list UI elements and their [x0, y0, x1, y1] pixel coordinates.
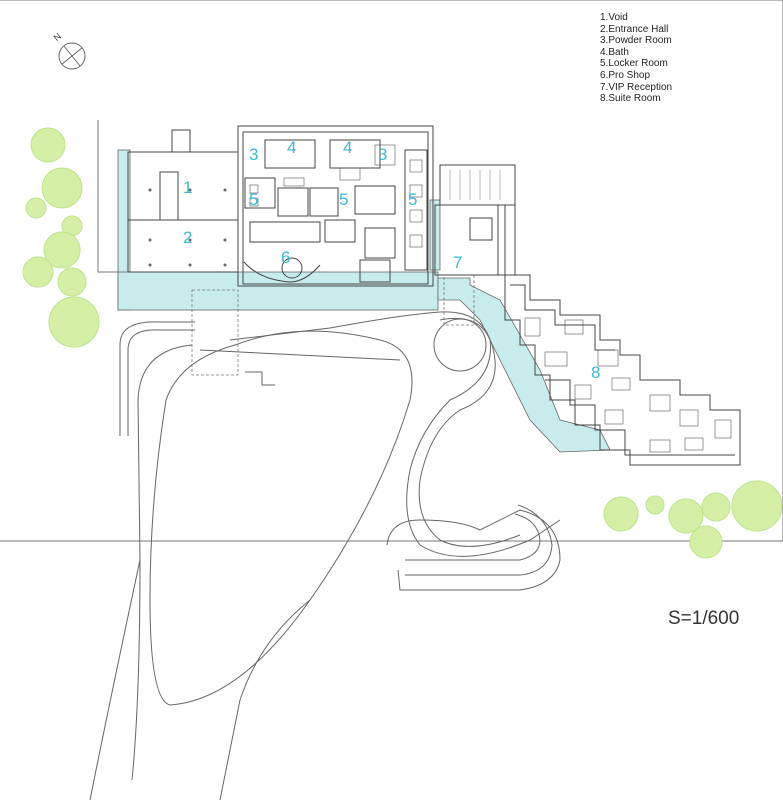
hall-block	[127, 129, 239, 273]
legend: 1.Void 2.Entrance Hall 3.Powder Room 4.B…	[600, 12, 672, 105]
trees	[22, 127, 783, 559]
scale-label: S=1/600	[668, 608, 740, 629]
driveway	[89, 311, 561, 800]
room-number-8: 8	[591, 363, 601, 382]
legend-item: 8.Suite Room	[600, 93, 661, 105]
room-number-3b: 3	[378, 145, 388, 164]
legend-item: 5.Locker Room	[600, 58, 668, 70]
hall-columns	[148, 188, 227, 267]
room-number-4b: 4	[343, 138, 353, 157]
room-number-2: 2	[183, 228, 193, 247]
room-number-6: 6	[281, 248, 291, 267]
room-number-5a: 5	[249, 190, 259, 209]
bath-block	[237, 125, 434, 287]
legend-item: 7.VIP Reception	[600, 81, 673, 93]
suite-wing	[504, 274, 741, 466]
vip-block	[434, 164, 516, 276]
suite-furniture	[524, 317, 732, 453]
room-number-5c: 5	[408, 190, 418, 209]
room-number-5b: 5	[339, 190, 349, 209]
room-number-3a: 3	[249, 145, 259, 164]
room-number-4a: 4	[287, 138, 297, 157]
north-arrow	[58, 42, 86, 70]
legend-item: 4.Bath	[600, 46, 629, 58]
legend-item: 2.Entrance Hall	[600, 23, 669, 35]
vip-deck	[449, 170, 501, 200]
bath-fixtures	[249, 144, 423, 248]
legend-item: 6.Pro Shop	[600, 69, 651, 81]
legend-item: 1.Void	[600, 12, 628, 23]
room-number-7: 7	[453, 253, 463, 272]
room-number-1: 1	[183, 178, 193, 197]
legend-item: 3.Powder Room	[600, 35, 672, 47]
